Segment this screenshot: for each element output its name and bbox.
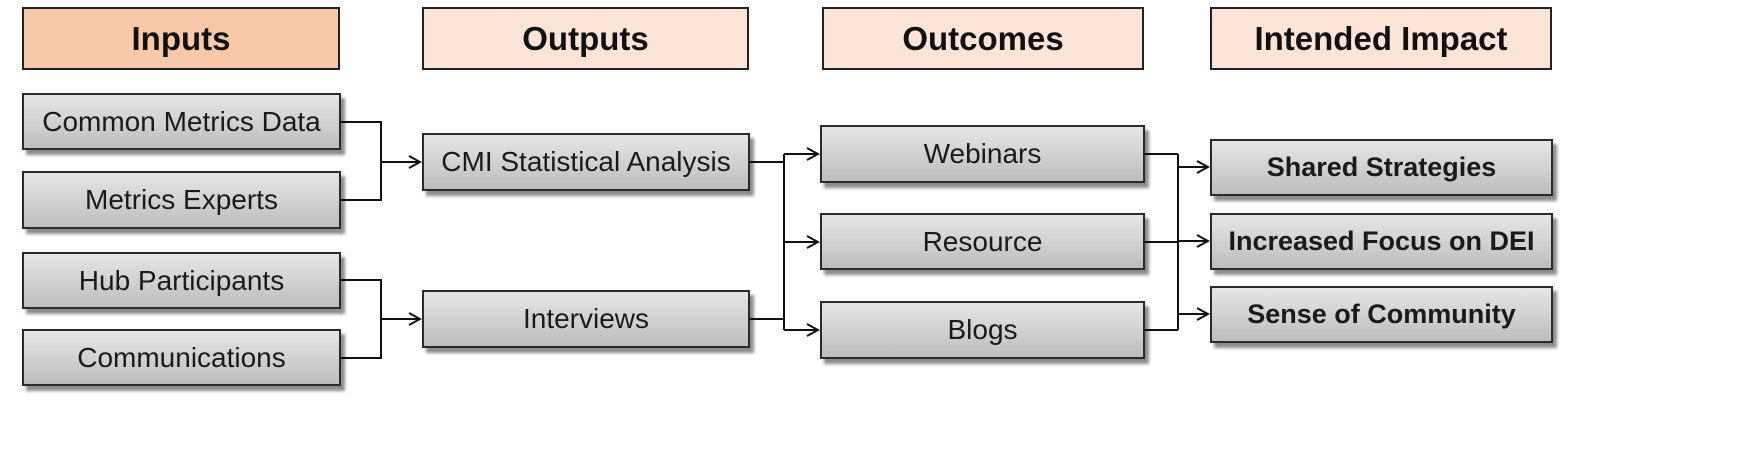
connector-inputs-top — [341, 121, 382, 201]
box-sense-of-community-label: Sense of Community — [1247, 299, 1516, 329]
connector-inputs-bottom — [341, 279, 382, 359]
box-resource-label: Resource — [922, 225, 1043, 257]
header-impact: Intended Impact — [1210, 7, 1552, 70]
header-inputs-label: Inputs — [131, 19, 231, 57]
box-metrics-experts: Metrics Experts — [22, 171, 341, 229]
box-increased-focus-dei-label: Increased Focus on DEI — [1228, 226, 1535, 256]
header-outputs-label: Outputs — [522, 19, 649, 57]
box-hub-participants-label: Hub Participants — [78, 264, 285, 296]
box-common-metrics-data-label: Common Metrics Data — [42, 105, 321, 137]
header-outcomes-label: Outcomes — [902, 19, 1064, 57]
box-hub-participants: Hub Participants — [22, 252, 341, 309]
box-resource: Resource — [820, 213, 1145, 270]
box-cmi-statistical-analysis: CMI Statistical Analysis — [422, 133, 750, 191]
header-outcomes: Outcomes — [822, 7, 1144, 70]
box-cmi-statistical-analysis-label: CMI Statistical Analysis — [441, 146, 731, 177]
box-communications-label: Communications — [77, 341, 286, 373]
box-shared-strategies-label: Shared Strategies — [1266, 152, 1497, 182]
header-inputs: Inputs — [22, 7, 340, 70]
box-interviews: Interviews — [422, 290, 750, 348]
box-interviews-label: Interviews — [522, 303, 650, 334]
box-increased-focus-dei: Increased Focus on DEI — [1210, 213, 1553, 270]
header-impact-label: Intended Impact — [1254, 19, 1508, 57]
box-communications: Communications — [22, 329, 341, 386]
box-webinars-label: Webinars — [923, 138, 1042, 169]
box-metrics-experts-label: Metrics Experts — [85, 184, 278, 215]
box-shared-strategies: Shared Strategies — [1210, 139, 1553, 196]
box-common-metrics-data: Common Metrics Data — [22, 93, 341, 150]
box-webinars: Webinars — [820, 125, 1145, 183]
box-blogs: Blogs — [820, 301, 1145, 359]
box-blogs-label: Blogs — [947, 314, 1018, 345]
box-sense-of-community: Sense of Community — [1210, 286, 1553, 343]
header-outputs: Outputs — [422, 7, 749, 70]
